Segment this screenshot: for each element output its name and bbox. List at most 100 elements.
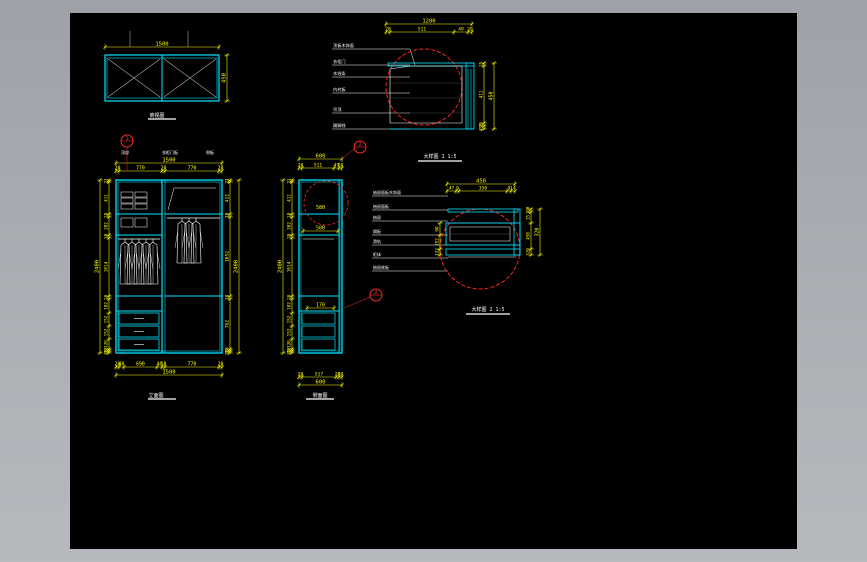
dim-text: 18 (287, 213, 293, 219)
front-drawer-3 (118, 338, 160, 351)
detail-1-side-panel (465, 62, 475, 130)
garment-outline (176, 220, 188, 264)
garment-sleeve (185, 229, 190, 249)
detail-1-note: 吊顶 (333, 107, 342, 113)
dim-text: 49 (458, 27, 464, 33)
dim-text: 20 (218, 166, 224, 172)
dim-text: 450 (479, 123, 485, 131)
dim-text: 1500 (162, 370, 175, 376)
front-cabinet-outline (115, 179, 223, 354)
dim-text: 450 (476, 179, 486, 185)
dim-text: 770 (188, 362, 197, 368)
note-text: 侧板 (206, 149, 214, 155)
dim-text: 47 (449, 186, 455, 192)
dim-text: 18 (161, 362, 167, 368)
dim-text: 18 (287, 295, 293, 301)
dim-text: 80 (225, 349, 231, 355)
front-view-caption: 立面图 (148, 392, 163, 399)
dim-text: 21 (104, 178, 110, 184)
dim-text: 770 (136, 166, 145, 172)
dim-text: 120 (287, 340, 293, 348)
callout-number: 2 (374, 290, 377, 296)
door-cross (107, 58, 161, 98)
hanging-garment (131, 239, 147, 285)
dim-text: 80 (287, 349, 293, 355)
dim-text: 450 (489, 91, 495, 100)
front-drawer-1 (118, 312, 160, 325)
dim-text: 1200 (422, 19, 435, 25)
dim-text: 21 (225, 178, 231, 184)
dim-text: 411 (287, 194, 293, 202)
detail-2-note: 抽屉 (373, 214, 381, 220)
front-cabinet-inner (117, 181, 221, 352)
dim-text: 14 (510, 186, 516, 192)
door-cross (163, 58, 217, 98)
garment-sleeve (131, 250, 136, 270)
dim-text: 1052 (225, 251, 231, 262)
garment-outline (147, 241, 159, 285)
note-text: 顶部 (121, 149, 129, 155)
dim-text: 1014 (287, 261, 293, 272)
detail-1-top-panel (387, 62, 475, 67)
dim-text: 18 (225, 295, 231, 301)
dim-text: 90 (435, 226, 441, 232)
detail-2-note: 抽屉底板 (373, 264, 389, 270)
dim-text: 2400 (278, 260, 284, 273)
dim-text: 15 (479, 122, 485, 128)
detail-marker-circle[interactable] (303, 180, 349, 226)
side-cabinet-outline (298, 179, 343, 354)
dim-text: 762 (225, 320, 231, 328)
dim-text: 170 (316, 303, 325, 309)
detail-2-note: 抽屉面板 (373, 203, 389, 209)
side-view-caption: 侧面图 (312, 392, 327, 399)
detail-2-caption: 大样图 2 1:5 (471, 306, 504, 313)
dim-text: 49 (334, 163, 340, 169)
detail-2-shelf (445, 248, 521, 256)
dim-text: 152 (435, 238, 441, 246)
folded-clothes (134, 203, 148, 210)
detail-1-note: 衣柜门 (333, 58, 346, 65)
hanging-garment (181, 218, 197, 264)
dim-text: 15 (479, 62, 485, 68)
dim-text: 500 (316, 226, 325, 232)
dim-text: 350 (479, 186, 487, 192)
detail-1-note: 木线条 (333, 70, 346, 77)
dim-text: 182 (104, 302, 110, 310)
dim-text: 18 (104, 213, 110, 219)
side-drawer (301, 325, 336, 338)
detail-1-caption: 大样图 1 1:5 (423, 153, 456, 160)
garment-sleeve (192, 229, 197, 249)
dim-text: 18 (104, 295, 110, 301)
dim-text: 282 (104, 222, 110, 230)
garment-sleeve (124, 250, 129, 270)
dim-text: 511 (418, 27, 426, 33)
dim-text: 320 (535, 228, 541, 237)
front-drawer-2 (118, 325, 160, 338)
hanging-garment (117, 239, 133, 285)
folded-clothes (134, 191, 148, 198)
dim-text: 517 (315, 372, 323, 378)
dim-text: 1500 (162, 158, 175, 164)
dim-text: 20 (385, 27, 391, 33)
dim-text: 20 (298, 163, 304, 169)
callout-leader (343, 296, 371, 309)
dim-text: 20 (338, 372, 344, 378)
detail-2-top (447, 208, 519, 213)
dim-text: 450 (526, 232, 531, 240)
dim-text: 9 (456, 186, 459, 192)
garment-sleeve (181, 229, 186, 249)
dim-text: 40 (157, 362, 163, 368)
dim-text: 20 (115, 166, 121, 172)
dim-text: 20 (335, 372, 341, 378)
dim-text: 411 (479, 90, 485, 98)
dim-text: 80 (104, 349, 110, 355)
garment-sleeve (188, 229, 193, 249)
garment-sleeve (117, 250, 122, 270)
garment-sleeve (135, 250, 140, 270)
dim-text: 18 (104, 347, 110, 353)
dim-text: 122 (435, 248, 441, 256)
